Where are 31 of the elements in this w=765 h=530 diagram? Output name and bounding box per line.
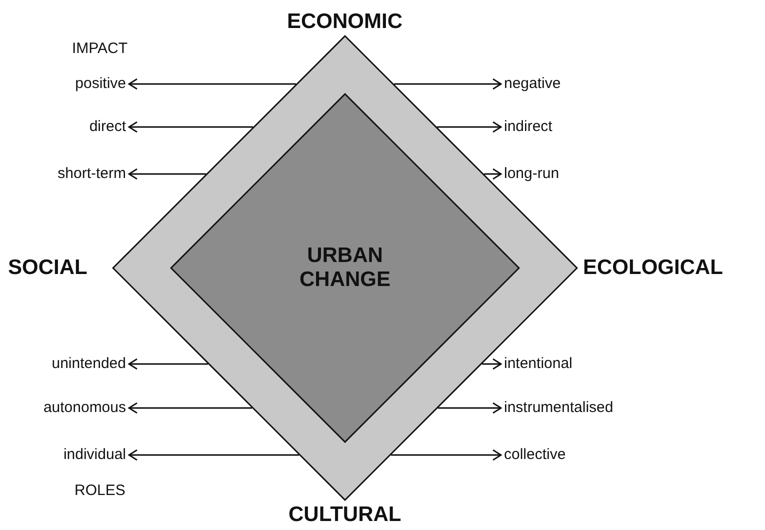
arrow-label: individual: [63, 446, 126, 464]
group-heading: IMPACT: [72, 40, 128, 58]
arrow: [128, 78, 296, 90]
arrow-label: long-run: [504, 165, 560, 183]
group-heading: ROLES: [74, 482, 126, 500]
arrow-label: instrumentalised: [504, 399, 614, 417]
arrow: [438, 402, 502, 414]
arrow-label: collective: [504, 446, 566, 464]
dimension-heading: ECOLOGICAL: [583, 256, 723, 280]
arrow-label: autonomous: [43, 399, 126, 417]
arrow: [391, 449, 502, 461]
arrow: [437, 121, 502, 133]
dimension-heading: SOCIAL: [8, 256, 88, 280]
arrow-label: short-term: [58, 165, 126, 183]
arrow-label: positive: [75, 75, 126, 93]
arrow-label: direct: [89, 118, 126, 136]
arrow: [484, 168, 502, 180]
arrow-label: intentional: [504, 355, 572, 373]
arrow: [482, 358, 502, 370]
arrow-label: unintended: [52, 355, 126, 373]
arrow: [394, 78, 502, 90]
arrow: [128, 168, 206, 180]
dimension-heading: ECONOMIC: [287, 10, 402, 34]
arrow: [128, 449, 299, 461]
arrow: [128, 121, 253, 133]
arrow-label: indirect: [504, 118, 552, 136]
dimension-heading: CULTURAL: [288, 503, 402, 527]
diamond-label: URBAN CHANGE: [298, 244, 392, 292]
arrow: [128, 358, 208, 370]
arrow: [128, 402, 252, 414]
arrow-label: negative: [504, 75, 561, 93]
